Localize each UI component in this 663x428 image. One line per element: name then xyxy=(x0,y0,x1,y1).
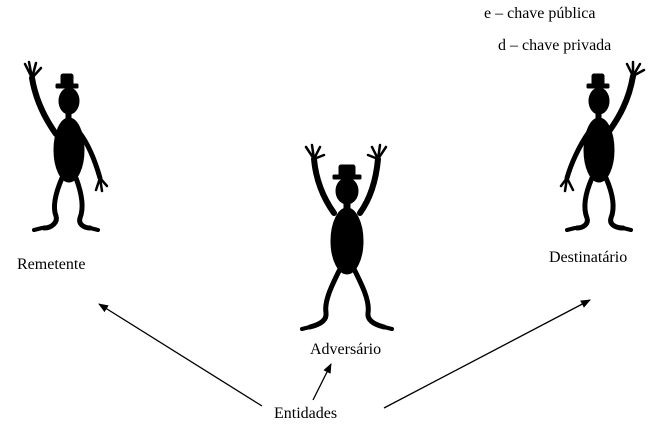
sender-label: Remetente xyxy=(17,256,85,274)
entities-label: Entidades xyxy=(274,405,337,423)
receiver-figure xyxy=(553,60,653,240)
arrow-to-sender xyxy=(99,304,262,406)
adversary-figure xyxy=(296,143,396,343)
legend-public-key: e – chave pública xyxy=(484,5,596,23)
receiver-label: Destinatário xyxy=(549,249,627,267)
adversary-label: Adversário xyxy=(310,341,381,359)
sender-figure xyxy=(12,60,112,240)
arrow-to-receiver xyxy=(384,300,590,408)
arrow-to-adversary xyxy=(313,364,331,400)
legend-private-key: d – chave privada xyxy=(498,37,611,55)
